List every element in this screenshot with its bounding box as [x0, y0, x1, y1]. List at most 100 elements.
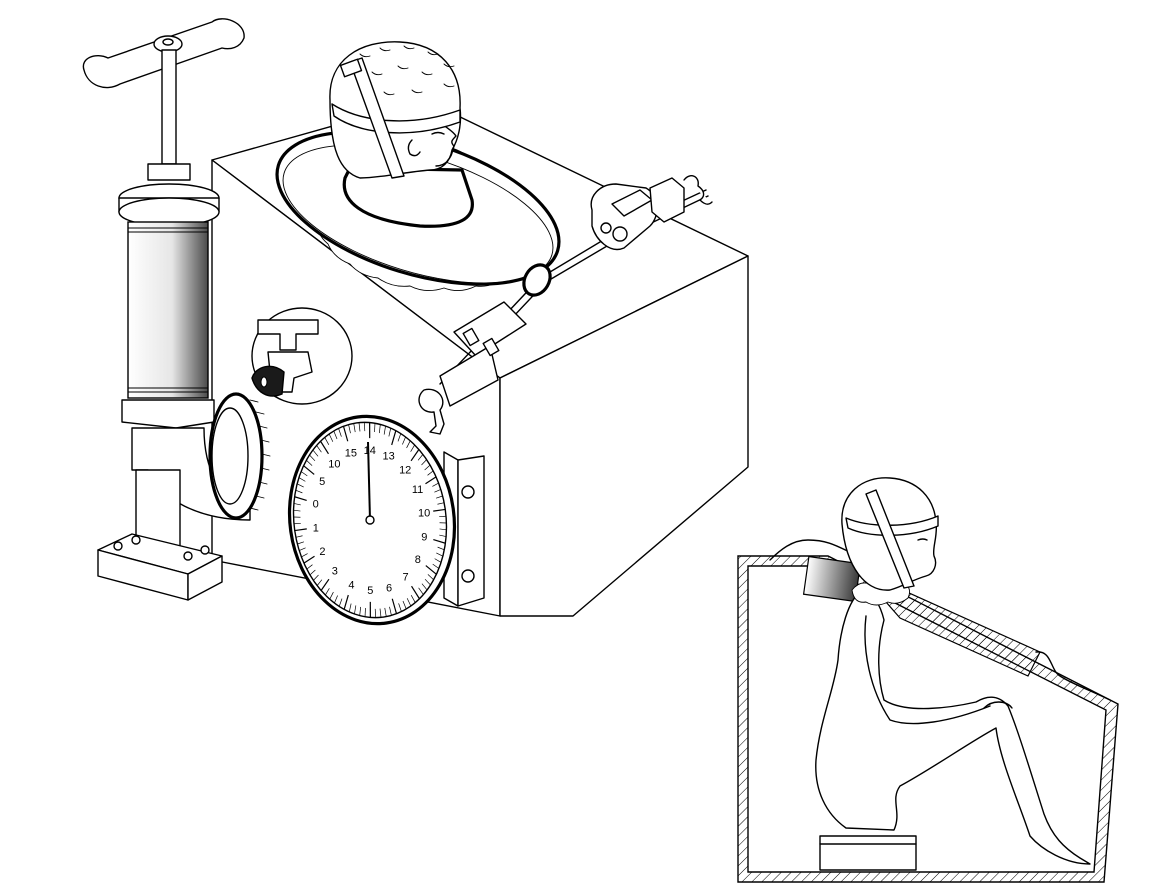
head-model [329, 41, 474, 228]
pump-assembly [82, 18, 271, 601]
lower-crank[interactable] [418, 388, 445, 435]
figure-knee [983, 701, 1013, 709]
gauge-tick [402, 436, 406, 445]
adjustment-mechanism [418, 175, 713, 435]
gauge-tick [316, 579, 323, 586]
gauge-tick [437, 546, 445, 551]
gauge-tick [421, 583, 428, 591]
base-plate-side [187, 555, 223, 601]
gauge-scale-label: 3 [332, 566, 338, 578]
gauge-tick [298, 477, 306, 482]
gauge-tick [338, 428, 342, 437]
gauge-tick [295, 489, 303, 494]
gauge-tick [435, 495, 443, 499]
gauge-tick [334, 595, 338, 604]
gauge-scale-label: 12 [399, 464, 411, 476]
gauge-tick [432, 563, 440, 569]
gauge-tick [297, 541, 305, 545]
gauge-tick [391, 430, 397, 446]
gauge-needle [367, 441, 371, 521]
seated-figure [815, 589, 1091, 865]
gauge-tick [411, 585, 420, 600]
gauge-tick [299, 547, 306, 551]
strap-buckle [339, 58, 363, 78]
knurl-marks [249, 399, 271, 511]
gauge-tick [379, 424, 381, 434]
gauge-tick [348, 424, 351, 434]
gauge-tick [434, 489, 441, 493]
gauge-tick [432, 482, 439, 487]
gauge-tick [424, 578, 431, 586]
upper-end-block [649, 177, 685, 223]
lid-hinge-cable [1035, 651, 1111, 701]
gauge-scale-label: 9 [421, 532, 427, 544]
gauge-tick [303, 555, 315, 564]
ear [407, 139, 421, 157]
gauge-tick [309, 569, 316, 576]
gauge-scale-label: 6 [386, 582, 392, 594]
gauge-tick [359, 606, 361, 616]
rod-ring [522, 263, 552, 297]
gauge-tick [328, 433, 334, 442]
upper-crank[interactable] [683, 175, 713, 205]
gauge-tick [427, 574, 434, 581]
lower-clamp-body [439, 345, 499, 407]
gauge-tick [353, 423, 356, 433]
gauge-scale-label: 11 [412, 484, 423, 496]
box-right-face [499, 255, 749, 617]
gauge-tick [300, 471, 308, 477]
pump-rod [161, 49, 177, 165]
gauge-tick [309, 454, 316, 462]
gauge-tick [410, 594, 416, 603]
cylinder-rings [127, 227, 209, 393]
gauge-tick [333, 430, 338, 440]
gauge-tick [410, 444, 415, 452]
gauge-tick [348, 603, 352, 612]
eye [431, 131, 445, 135]
gauge-scale-label: 1 [313, 523, 319, 535]
gauge-tick [425, 476, 437, 485]
valve-t-handle[interactable] [257, 319, 319, 351]
gauge-tick [398, 603, 402, 612]
knurled-wheel [208, 392, 264, 520]
gauge-tick [303, 465, 315, 475]
gauge-tick [324, 437, 330, 446]
base-screw [131, 535, 141, 545]
handle-hub-bore [162, 38, 174, 46]
gauge-scale-label: 2 [319, 546, 325, 558]
gauge-tick [389, 606, 392, 616]
gauge-tick [293, 503, 301, 506]
gauge-scale-label: 5 [367, 585, 373, 597]
gauge-tick [329, 591, 334, 600]
knurled-wheel-inner [211, 407, 249, 505]
gauge-tick-marks [293, 422, 447, 618]
gauge-scale-label: 13 [382, 451, 394, 463]
gauge-tick [338, 598, 343, 607]
gauge-scale-label: 0 [313, 498, 319, 510]
gauge-tick [439, 534, 447, 537]
gauge-scale-label: 10 [418, 507, 430, 519]
gauge-tick [417, 454, 424, 461]
gauge-tick [388, 428, 392, 437]
gauge-tick [397, 433, 402, 442]
seat-stool [819, 835, 917, 871]
gauge-tick [358, 422, 361, 432]
gauge-scale-label: 5 [319, 476, 325, 488]
cap-texture [359, 45, 455, 96]
gauge-scale-label: 15 [345, 448, 357, 460]
base-screw [200, 545, 210, 555]
valve-assembly [251, 307, 353, 405]
gauge-tick [384, 607, 387, 617]
gauge-tick [402, 600, 407, 610]
gauge-tick [342, 426, 349, 442]
face-profile [435, 121, 457, 167]
neck-base [342, 166, 474, 228]
gauge-tick [433, 508, 446, 512]
gauge-tick [421, 459, 427, 466]
gauge-tick [296, 483, 304, 488]
gauge-tick [294, 496, 307, 502]
gauge-tick [436, 552, 444, 557]
gauge-scale-label: 4 [348, 579, 354, 591]
gauge-tick [306, 564, 313, 570]
